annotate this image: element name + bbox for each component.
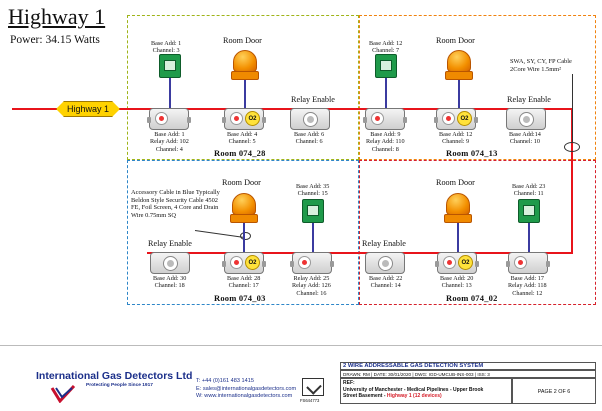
- zone-room-074-03: [127, 160, 359, 305]
- company-logo-icon: [50, 385, 76, 403]
- drawing-number: DWG: IGD-UMCUB-INS-003: [414, 372, 474, 377]
- drawn-by: DRAWN: RM: [343, 372, 370, 377]
- relay-label: Relay Enable: [507, 95, 551, 104]
- door-label: Room Door: [223, 36, 262, 45]
- company-name: International Gas Detectors Ltd: [36, 370, 193, 382]
- o2-detector: O2: [222, 108, 266, 130]
- wire-right: [571, 108, 573, 253]
- accessory-cable: [457, 223, 459, 253]
- accessory-cable: [243, 223, 245, 253]
- relay-label: Relay Enable: [362, 239, 406, 248]
- drawing-date: DATE: 30/01/2020: [373, 372, 412, 377]
- certification-number: FS644773: [300, 398, 320, 403]
- room-label: Room 074_13: [446, 148, 498, 158]
- cable-note-line: Beldon Style Security Cable 4502: [131, 196, 218, 204]
- wire-bottom: [147, 252, 573, 254]
- gas-detector: [363, 108, 407, 130]
- accessory-cable: [312, 223, 314, 253]
- reference-block: REF: University of Manchester - Medical …: [340, 378, 512, 404]
- page-number: PAGE 2 OF 6: [512, 378, 596, 404]
- door-beacon-icon: [230, 193, 258, 223]
- relay-label: Relay Enable: [148, 239, 192, 248]
- diagram-title: Highway 1: [8, 4, 106, 29]
- ref-highlight: Highway 1 (12 devices): [386, 393, 442, 399]
- cable-note-line: FE, Foil Screen, 4 Core and Drain: [131, 204, 219, 212]
- gas-detector: [290, 252, 334, 274]
- call-point-icon: [518, 199, 540, 223]
- call-point-icon: [375, 54, 397, 78]
- room-label: Room 074_28: [214, 148, 266, 158]
- accessory-cable: [244, 80, 246, 110]
- contact-web: W: www.internationalgasdetectors.com: [196, 393, 293, 400]
- room-label: Room 074_02: [446, 293, 498, 303]
- gas-detector: [506, 252, 550, 274]
- room-label: Room 074_03: [214, 293, 266, 303]
- cable-note-line: Wire 0.75mm SQ: [131, 212, 177, 220]
- relay-module: [506, 108, 546, 130]
- ref-line: University of Manchester - Medical Pipel…: [343, 386, 484, 393]
- company-tagline: Protecting People Since 1917: [86, 383, 153, 388]
- o2-detector: O2: [222, 252, 266, 274]
- relay-module: [290, 108, 330, 130]
- door-label: Room Door: [436, 178, 475, 187]
- door-beacon-icon: [231, 50, 259, 80]
- contact-email: E: sales@internationalgasdetectors.com: [196, 385, 297, 392]
- footer-divider: [0, 345, 602, 346]
- zone-room-074-28: [127, 15, 359, 160]
- system-title: 2 WIRE ADDRESSABLE GAS DETECTION SYSTEM: [340, 362, 596, 370]
- accessory-cable: [385, 78, 387, 110]
- contact-details: T: +44 (0)161 483 1415 E: sales@internat…: [196, 378, 296, 401]
- highway-tag: Highway 1: [56, 101, 120, 117]
- relay-label: Relay Enable: [291, 95, 335, 104]
- certification-badge-icon: [302, 378, 324, 396]
- accessory-cable: [458, 80, 460, 110]
- accessory-cable: [528, 223, 530, 253]
- o2-detector: O2: [434, 108, 478, 130]
- contact-tel: T: +44 (0)161 483 1415: [196, 378, 255, 384]
- door-beacon-icon: [445, 50, 473, 80]
- ref-label: REF:: [343, 380, 355, 386]
- swa-cable-ring: [564, 142, 580, 152]
- cable-ring: [240, 232, 251, 240]
- accessory-cable-note: Accessory Cable in Blue Typically Beldon…: [131, 189, 220, 220]
- call-point-icon: [302, 199, 324, 223]
- door-label: Room Door: [436, 36, 475, 45]
- drawing-info-row: DRAWN: RM | DATE: 30/01/2020 | DWG: IGD-…: [340, 370, 596, 378]
- door-label: Room Door: [222, 178, 261, 187]
- cable-note-line: Accessory Cable in Blue Typically: [131, 189, 220, 196]
- zone-room-074-02: [359, 160, 596, 305]
- swa-note-line: 2Core Wire 1.5mm²: [510, 65, 562, 73]
- accessory-cable: [169, 78, 171, 110]
- zone-room-074-13: [359, 15, 596, 160]
- relay-module: [150, 252, 190, 274]
- swa-cable-note: SWA, SY, CY, FP Cable 2Core Wire 1.5mm²: [510, 58, 572, 73]
- swa-note-line: SWA, SY, CY, FP Cable: [510, 58, 572, 65]
- ref-line: Street Basement -: [343, 393, 386, 399]
- relay-module: [365, 252, 405, 274]
- call-point-icon: [159, 54, 181, 78]
- door-beacon-icon: [444, 193, 472, 223]
- gas-detector: [147, 108, 191, 130]
- power-rating: Power: 34.15 Watts: [10, 34, 100, 46]
- swa-leader-line: [572, 74, 573, 142]
- o2-detector: O2: [435, 252, 479, 274]
- issue-number: ISS: 3: [477, 372, 490, 377]
